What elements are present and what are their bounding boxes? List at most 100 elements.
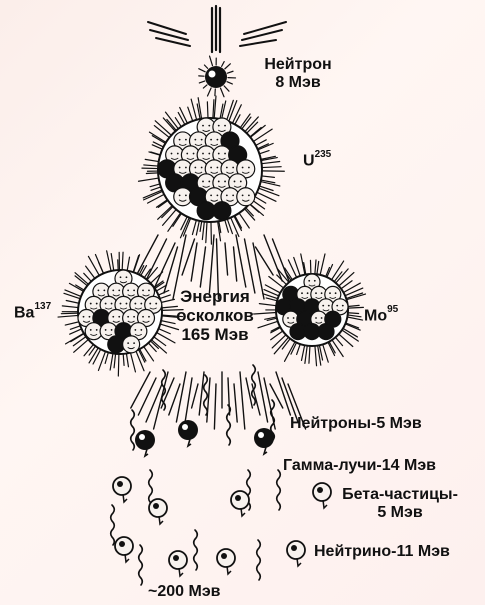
uranium-burst-spike	[213, 100, 214, 118]
nucleon-eye	[232, 167, 234, 169]
barium-burst-spike	[105, 352, 108, 363]
molybdenum-burst-spike	[348, 305, 359, 306]
uranium-burst-spike	[173, 213, 181, 226]
nucleon-eye	[179, 139, 181, 141]
gamma-ray-trace	[194, 530, 198, 570]
proton	[318, 324, 334, 340]
uranium-burst-spike	[245, 209, 255, 220]
barium-burst-spike	[114, 354, 115, 368]
nucleon-eye	[194, 139, 196, 141]
nucleon-eye	[111, 329, 113, 331]
energy-ray	[199, 372, 204, 415]
barium-burst-spike	[64, 293, 80, 298]
barium-burst-spike	[134, 255, 140, 272]
nucleon-eye	[186, 153, 188, 155]
energy-ray	[236, 235, 246, 287]
nucleon-eye	[201, 167, 203, 169]
nucleon-eye	[314, 280, 316, 282]
nucleon-eye	[185, 139, 187, 141]
uranium-burst-spike	[259, 151, 269, 154]
emitted-neutron-tail	[264, 447, 267, 454]
nucleon-eye	[120, 276, 122, 278]
incoming-neutron-highlight	[209, 71, 216, 78]
nucleon-eye	[315, 317, 317, 319]
neutron-burst-spike	[224, 86, 229, 91]
molybdenum-symbol: Mo	[364, 307, 387, 324]
molybdenum-burst-spike	[301, 345, 304, 360]
nucleon-eye	[242, 195, 244, 197]
gamma-ray-trace	[204, 375, 208, 415]
nucleon-eye	[90, 329, 92, 331]
nucleon-eye	[118, 316, 120, 318]
incoming-neutron	[205, 66, 227, 88]
emitted-neutron	[135, 430, 155, 450]
nucleon-eye	[210, 139, 212, 141]
energy-ray	[146, 239, 167, 281]
nucleon-eye	[120, 303, 122, 305]
nucleon-eye	[202, 125, 204, 127]
uranium-burst-spike	[255, 197, 266, 204]
uranium-burst-spike	[145, 159, 158, 161]
nucleon-eye	[98, 290, 100, 292]
nucleon-eye	[307, 292, 309, 294]
uranium-burst-spike	[150, 184, 160, 187]
molybdenum-burst-spike	[309, 346, 310, 363]
nucleon-eye	[179, 195, 181, 197]
energy-ray	[191, 243, 197, 281]
molybdenum-burst-spike	[348, 307, 363, 308]
nucleon-eye	[210, 195, 212, 197]
neutron-burst-spike	[199, 81, 204, 83]
beta-label: Бета-частицы- 5 Мэв	[336, 486, 464, 522]
energy-ray	[192, 384, 198, 408]
barium-burst-spike	[122, 252, 123, 270]
fragments-energy-line1: Энергия	[150, 287, 280, 306]
barium-burst-spike	[74, 340, 89, 353]
barium-label: Ba137	[14, 300, 51, 322]
nucleon-eye	[142, 316, 144, 318]
nucleon-eye	[248, 195, 250, 197]
gamma-label: Гамма-лучи-14 Мэв	[283, 457, 436, 475]
uranium-label: U235	[303, 148, 331, 170]
molybdenum-burst-spike	[320, 254, 325, 275]
uranium-burst-spike	[158, 200, 168, 207]
molybdenum-burst-spike	[315, 260, 316, 274]
uranium-mass: 235	[315, 149, 332, 160]
nucleon-eye	[194, 167, 196, 169]
gamma-ray-trace	[227, 405, 231, 445]
neutron-label: Нейтрон 8 Мэв	[250, 56, 346, 92]
nucleon-eye	[90, 303, 92, 305]
uranium-symbol: U	[303, 152, 315, 169]
neutrons-label: Нейтроны-5 Мэв	[290, 415, 422, 433]
barium-burst-spike	[118, 354, 119, 376]
beta-particle-core	[117, 481, 123, 487]
uranium-burst-spike	[192, 220, 196, 234]
uranium-burst-spike	[256, 140, 266, 146]
nucleon-eye	[89, 316, 91, 318]
molybdenum-burst-spike	[345, 288, 363, 296]
beta-line1: Бета-частицы-	[336, 486, 464, 504]
particles	[113, 420, 331, 576]
nucleon-eye	[208, 125, 210, 127]
nucleon-eye	[126, 303, 128, 305]
molybdenum-burst-spike	[348, 315, 361, 317]
molybdenum-burst-spike	[317, 261, 319, 274]
uranium-burst-spike	[139, 178, 159, 181]
incoming-streak	[242, 30, 282, 40]
gamma-ray-trace	[131, 410, 135, 450]
nucleon-eye	[140, 329, 142, 331]
molybdenum-label: Mo95	[364, 303, 398, 325]
nucleon-eye	[218, 181, 220, 183]
uranium-burst-spike	[146, 173, 158, 174]
energy-ray	[234, 384, 237, 422]
total-energy-label: ~200 Мэв	[148, 583, 220, 601]
nucleon-eye	[322, 305, 324, 307]
emitted-neutron	[178, 420, 198, 440]
energy-ray	[200, 247, 205, 287]
barium-burst-spike	[84, 273, 92, 281]
molybdenum-burst-spike	[347, 317, 362, 320]
gamma-ray-trace	[139, 545, 143, 585]
barium-burst-spike	[66, 301, 79, 304]
incoming-streak	[240, 40, 276, 46]
energy-ray	[234, 247, 237, 281]
energy-ray	[131, 372, 150, 408]
